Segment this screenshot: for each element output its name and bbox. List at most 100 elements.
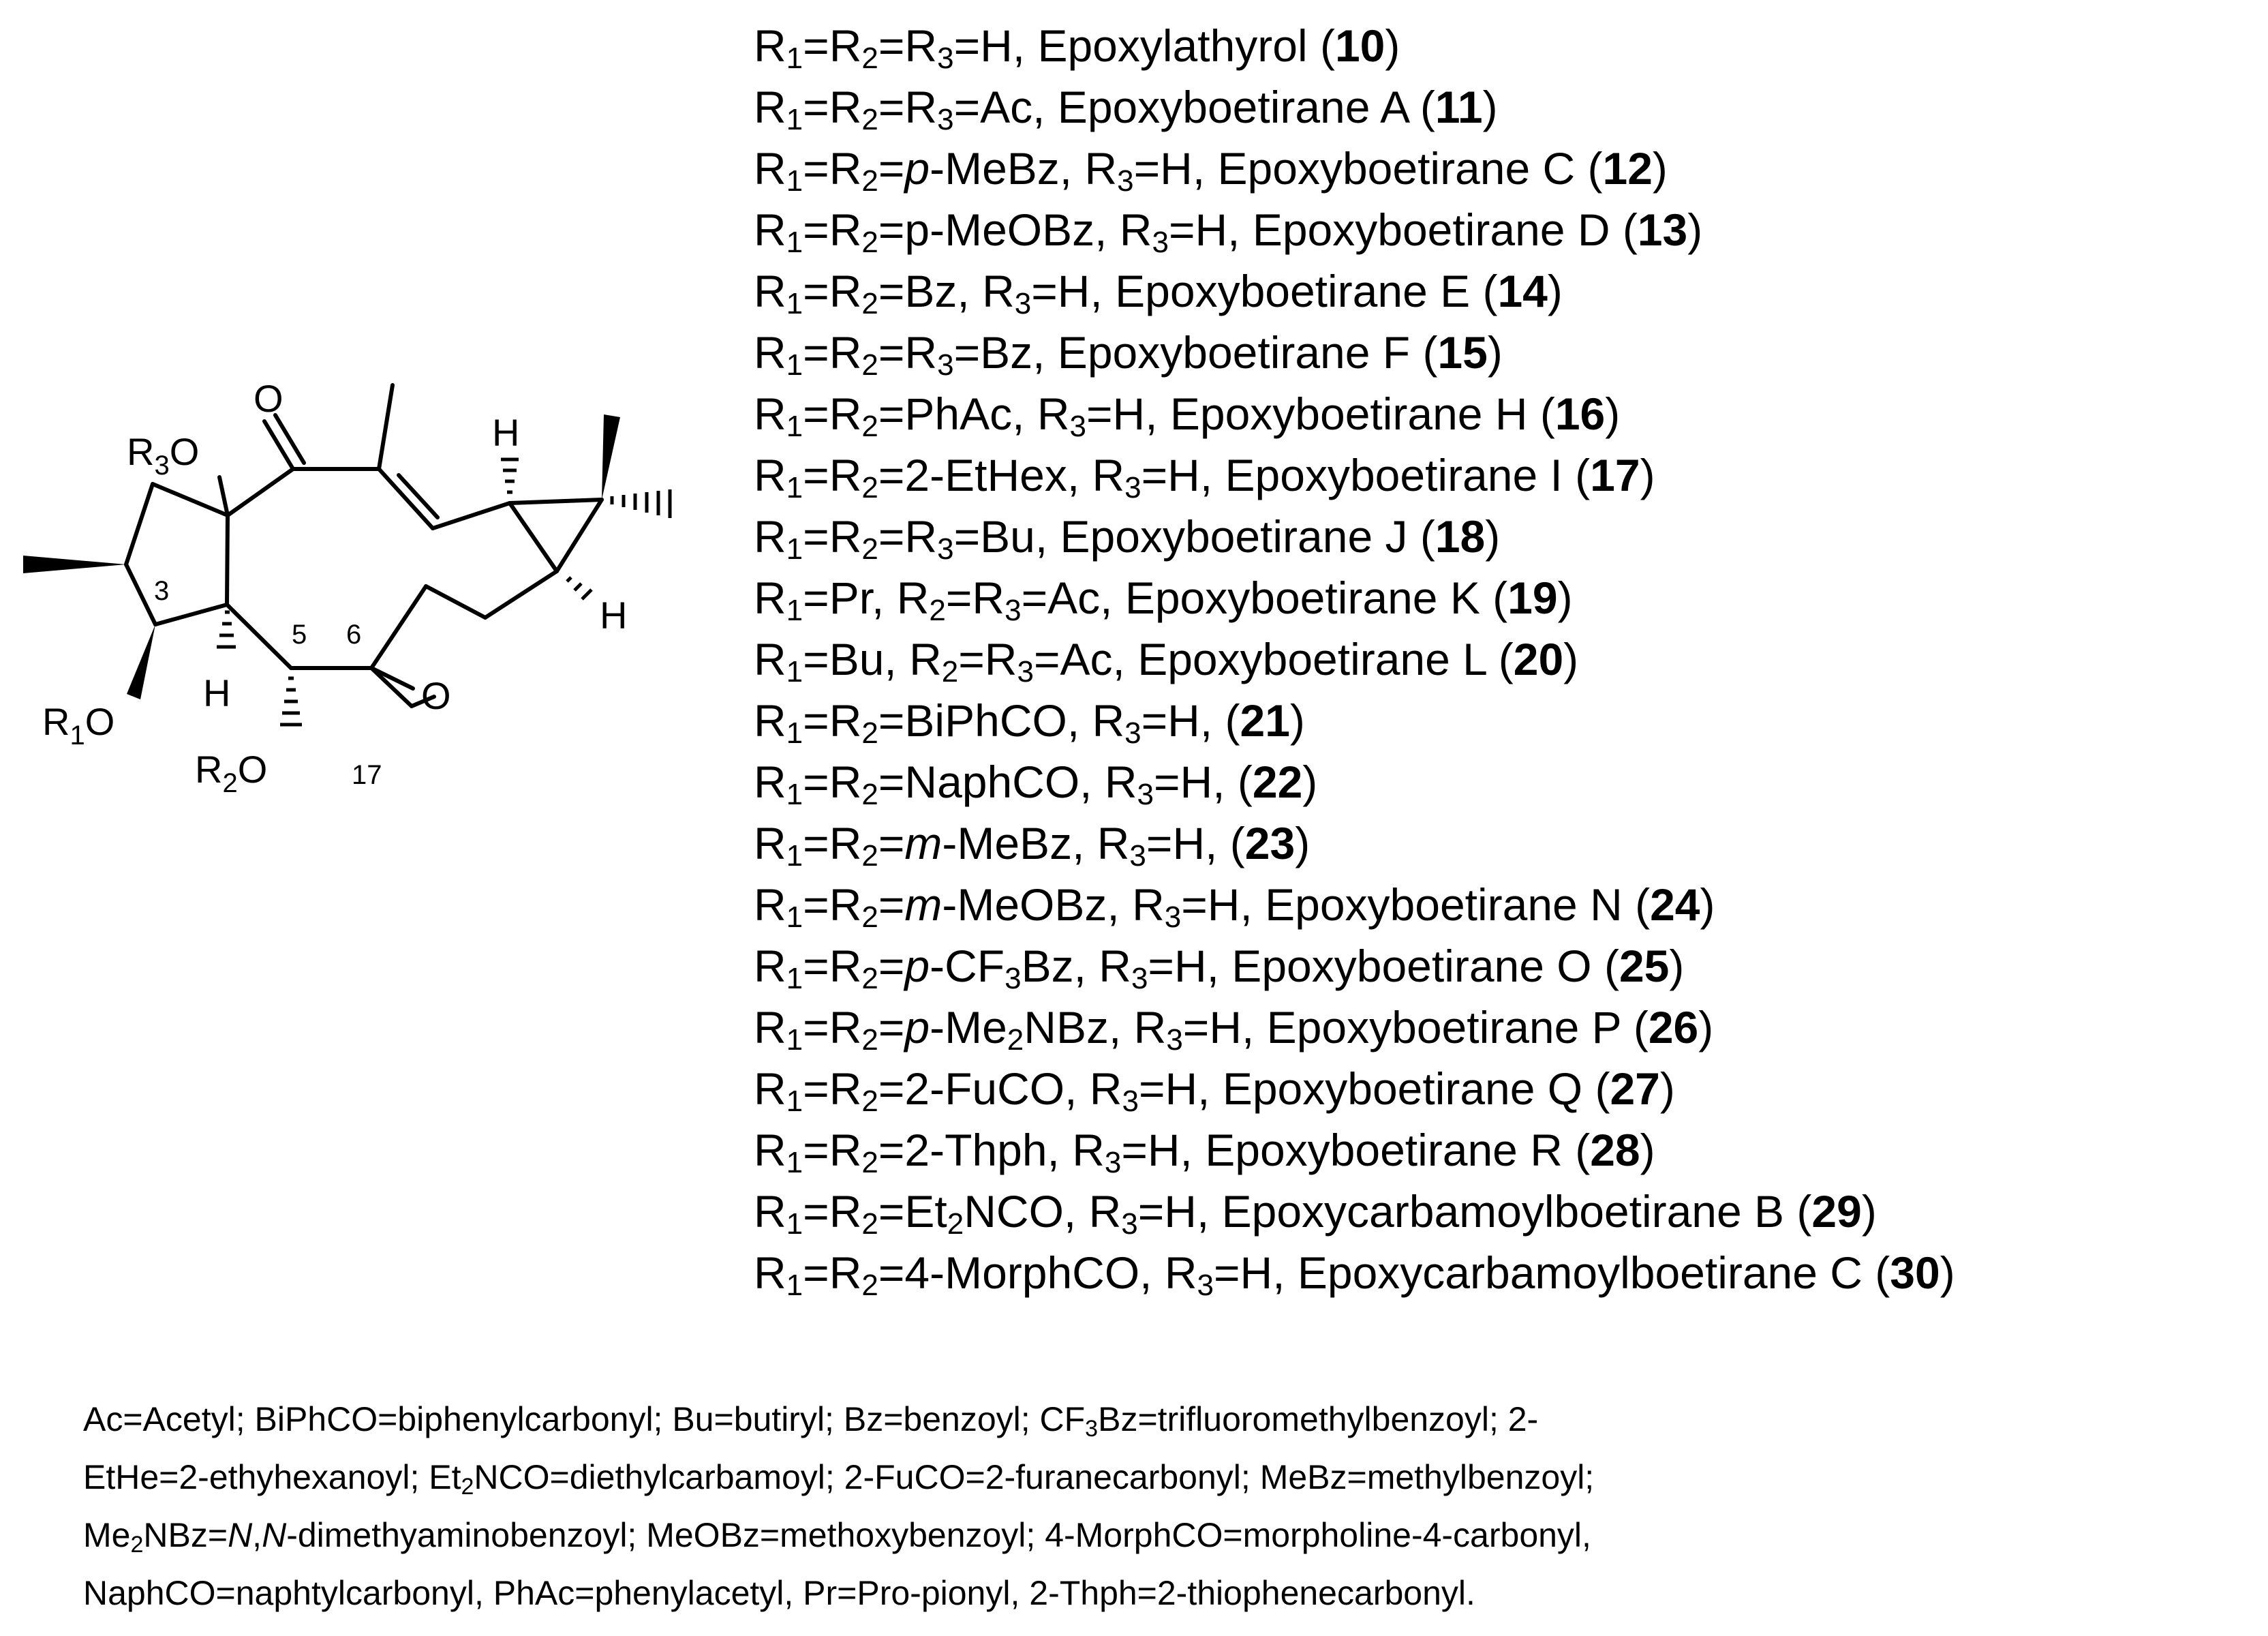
text-segment: =Pr, R	[803, 573, 930, 623]
text-segment: R	[754, 879, 786, 930]
text-segment: =	[878, 941, 905, 991]
compound-entry: R1=R2=R3=Ac, Epoxyboetirane A (11)	[754, 76, 1955, 138]
text-segment: R	[754, 1125, 786, 1175]
text-segment: -dimethyaminobenzoyl; MeOBz=methoxybenzo…	[286, 1516, 1591, 1554]
wedge-bonds	[23, 414, 620, 699]
subscript: 2	[861, 287, 878, 320]
subscript: 2	[861, 1269, 878, 1302]
subscript: 3	[1104, 1146, 1122, 1179]
subscript: 2	[861, 839, 878, 873]
text-segment: =R	[803, 389, 862, 439]
text-segment: =Ac, Epoxyboetirane K (	[1021, 573, 1508, 623]
subscript: 3	[1129, 839, 1146, 873]
text-segment: R	[754, 511, 786, 562]
text-segment: )	[1482, 82, 1498, 132]
compound-number: 30	[1890, 1247, 1940, 1298]
compound-entry: R1=R2=Et2NCO, R3=H, Epoxycarbamoylboetir…	[754, 1181, 1955, 1242]
subscript: 2	[941, 655, 959, 688]
text-segment: =H, Epoxycarbamoylboetirane C (	[1213, 1247, 1890, 1298]
subscript: 2	[861, 164, 878, 198]
text-segment: =p-MeOBz, R	[878, 204, 1152, 255]
subscript: 2	[461, 1474, 474, 1500]
text-segment: -MeBz, R	[942, 818, 1130, 868]
text-segment: R	[754, 818, 786, 868]
text-segment: =H, (	[1154, 757, 1253, 807]
text-segment: =BiPhCO, R	[878, 695, 1125, 746]
subscript: 1	[786, 532, 803, 566]
text-segment: Ac=Acetyl; BiPhCO=biphenylcarbonyl; Bu=b…	[83, 1400, 1086, 1438]
text-segment: =4-MorphCO, R	[878, 1247, 1197, 1298]
text-segment: R	[754, 266, 786, 316]
text-segment: )	[1940, 1247, 1955, 1298]
compound-entry: R1=R2=p-Me2NBz, R3=H, Epoxyboetirane P (…	[754, 997, 1955, 1058]
compound-number: 13	[1637, 204, 1688, 255]
subscript: 2	[929, 594, 946, 627]
chemical-structure: O R3O R1O R2O H H H O 3 5 6 17	[23, 377, 672, 798]
legend-line: Me2NBz=N,N-dimethyaminobenzoyl; MeOBz=me…	[83, 1506, 2182, 1564]
text-segment: =R	[945, 573, 1005, 623]
italic-text: p	[904, 941, 930, 991]
text-segment: =R	[803, 941, 862, 991]
text-segment: =R	[803, 1247, 862, 1298]
text-segment: =	[878, 1002, 905, 1052]
subscript: 2	[861, 1023, 878, 1057]
carbonyl-o-label: O	[254, 377, 284, 420]
text-segment: )	[1385, 20, 1400, 71]
text-segment: =Ac, Epoxyboetirane A (	[953, 82, 1435, 132]
text-segment: R	[754, 1247, 786, 1298]
text-segment: R	[754, 573, 786, 623]
subscript: 3	[1122, 1085, 1139, 1118]
compound-entry: R1=R2=R3=Bz, Epoxyboetirane F (15)	[754, 322, 1955, 383]
subscript: 1	[786, 778, 803, 811]
text-segment: =	[878, 879, 905, 930]
text-segment: )	[1652, 143, 1668, 194]
text-segment: =PhAc, R	[878, 389, 1070, 439]
text-segment: =R	[803, 1125, 862, 1175]
text-segment: =Ac, Epoxyboetirane L (	[1033, 634, 1514, 684]
text-segment: Me	[83, 1516, 131, 1554]
subscript: 1	[786, 42, 803, 75]
text-segment: R	[754, 634, 786, 684]
compound-number: 25	[1619, 941, 1670, 991]
subscript: 2	[861, 900, 878, 934]
italic-text: p	[904, 143, 930, 194]
subscript: 3	[1005, 594, 1022, 627]
compound-entry: R1=R2=R3=Bu, Epoxyboetirane J (18)	[754, 506, 1955, 567]
compound-number: 26	[1648, 1002, 1699, 1052]
compound-entry: R1=R2=m-MeBz, R3=H, (23)	[754, 813, 1955, 874]
legend-line: Ac=Acetyl; BiPhCO=biphenylcarbonyl; Bu=b…	[83, 1391, 2182, 1449]
h-cyclopropane-right-label: H	[600, 594, 627, 637]
text-segment: =	[878, 143, 905, 194]
subscript: 1	[786, 471, 803, 504]
compound-entry: R1=R2=p-MeBz, R3=H, Epoxyboetirane C (12…	[754, 138, 1955, 199]
compound-number: 17	[1590, 450, 1640, 500]
subscript: 3	[1131, 962, 1148, 995]
subscript: 2	[861, 1085, 878, 1118]
subscript: 1	[786, 716, 803, 750]
text-segment: =NaphCO, R	[878, 757, 1137, 807]
text-segment: )	[1302, 757, 1318, 807]
hashed-bonds	[217, 457, 672, 727]
text-segment: =R	[803, 1186, 862, 1237]
compound-entry: R1=R2=2-EtHex, R3=H, Epoxyboetirane I (1…	[754, 444, 1955, 506]
compound-number: 18	[1435, 511, 1486, 562]
compound-number: 21	[1240, 695, 1290, 746]
subscript: 2	[861, 532, 878, 566]
text-segment: -MeBz, R	[930, 143, 1118, 194]
text-segment: )	[1700, 879, 1715, 930]
subscript: 3	[1166, 1023, 1183, 1057]
text-segment: =H, Epoxyboetirane C (	[1133, 143, 1603, 194]
subscript: 2	[130, 1532, 144, 1558]
text-segment: =R	[958, 634, 1017, 684]
italic-text: p	[904, 1002, 930, 1052]
subscript: 2	[1007, 1023, 1024, 1057]
text-segment: =R	[878, 82, 938, 132]
subscript: 3	[1137, 778, 1154, 811]
text-segment: =R	[878, 511, 938, 562]
text-segment: =R	[803, 82, 862, 132]
subscript: 1	[786, 839, 803, 873]
h-cyclopropane-top-label: H	[492, 411, 519, 454]
text-segment: )	[1289, 695, 1305, 746]
compound-list: R1=R2=R3=H, Epoxylathyrol (10)R1=R2=R3=A…	[754, 15, 1955, 1303]
text-segment: =R	[878, 20, 938, 71]
